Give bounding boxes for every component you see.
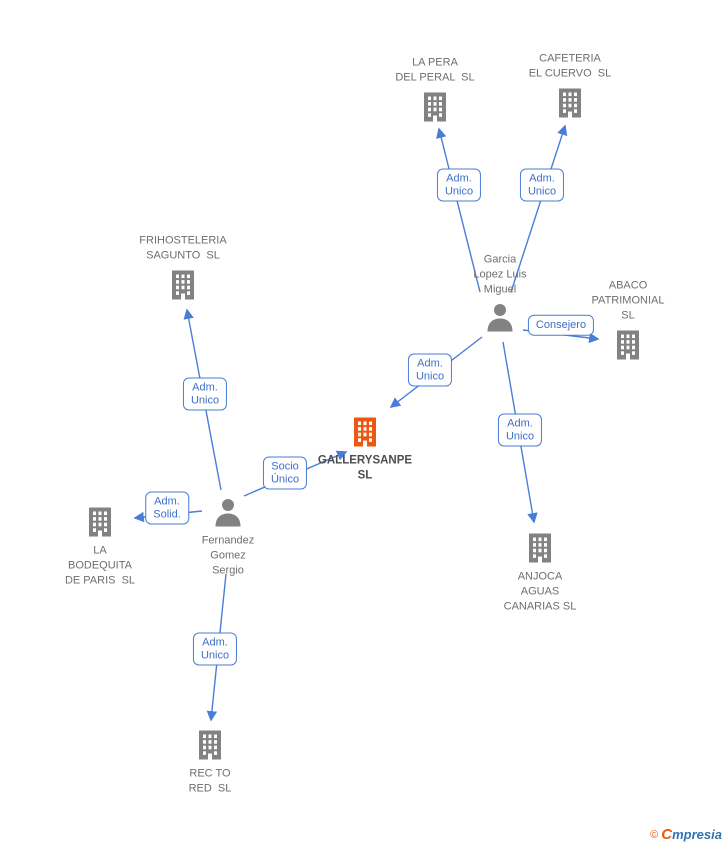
brand-text: mpresia: [672, 827, 722, 842]
empresia-logo[interactable]: ©Cmpresia: [650, 826, 722, 844]
building-icon: [350, 416, 380, 449]
garcia-adm-unico-cafeteria-arrow: [510, 124, 568, 293]
garcia-adm-unico-la-pera-arrow: [436, 127, 481, 293]
person-icon: [485, 303, 515, 334]
person-icon: [213, 498, 243, 529]
building-icon: [195, 729, 225, 762]
building-icon: [525, 532, 555, 565]
building-icon: [555, 87, 585, 120]
garcia-adm-unico-anjoca-label: Adm.Unico: [497, 413, 543, 447]
fernandez-adm-unico-rec-to-red-label: Adm.Unico: [192, 632, 238, 666]
building-icon: [168, 269, 198, 302]
garcia-adm-unico-la-pera-label: Adm.Unico: [436, 168, 482, 202]
fernandez-adm-solid-la-bodequita-label: Adm.Solid.: [145, 491, 189, 525]
copyright-icon: ©: [650, 829, 659, 841]
garcia-adm-unico-gallerysanpe-label: Adm.Unico: [407, 353, 453, 387]
brand-initial: C: [661, 826, 673, 843]
garcia-consejero-abaco-label: Consejero: [527, 314, 595, 336]
building-icon: [85, 506, 115, 539]
garcia-adm-unico-cafeteria-label: Adm.Unico: [519, 168, 565, 202]
fernandez-adm-unico-frihosteleria-label: Adm.Unico: [182, 377, 228, 411]
building-icon: [613, 329, 643, 362]
building-icon: [420, 91, 450, 124]
